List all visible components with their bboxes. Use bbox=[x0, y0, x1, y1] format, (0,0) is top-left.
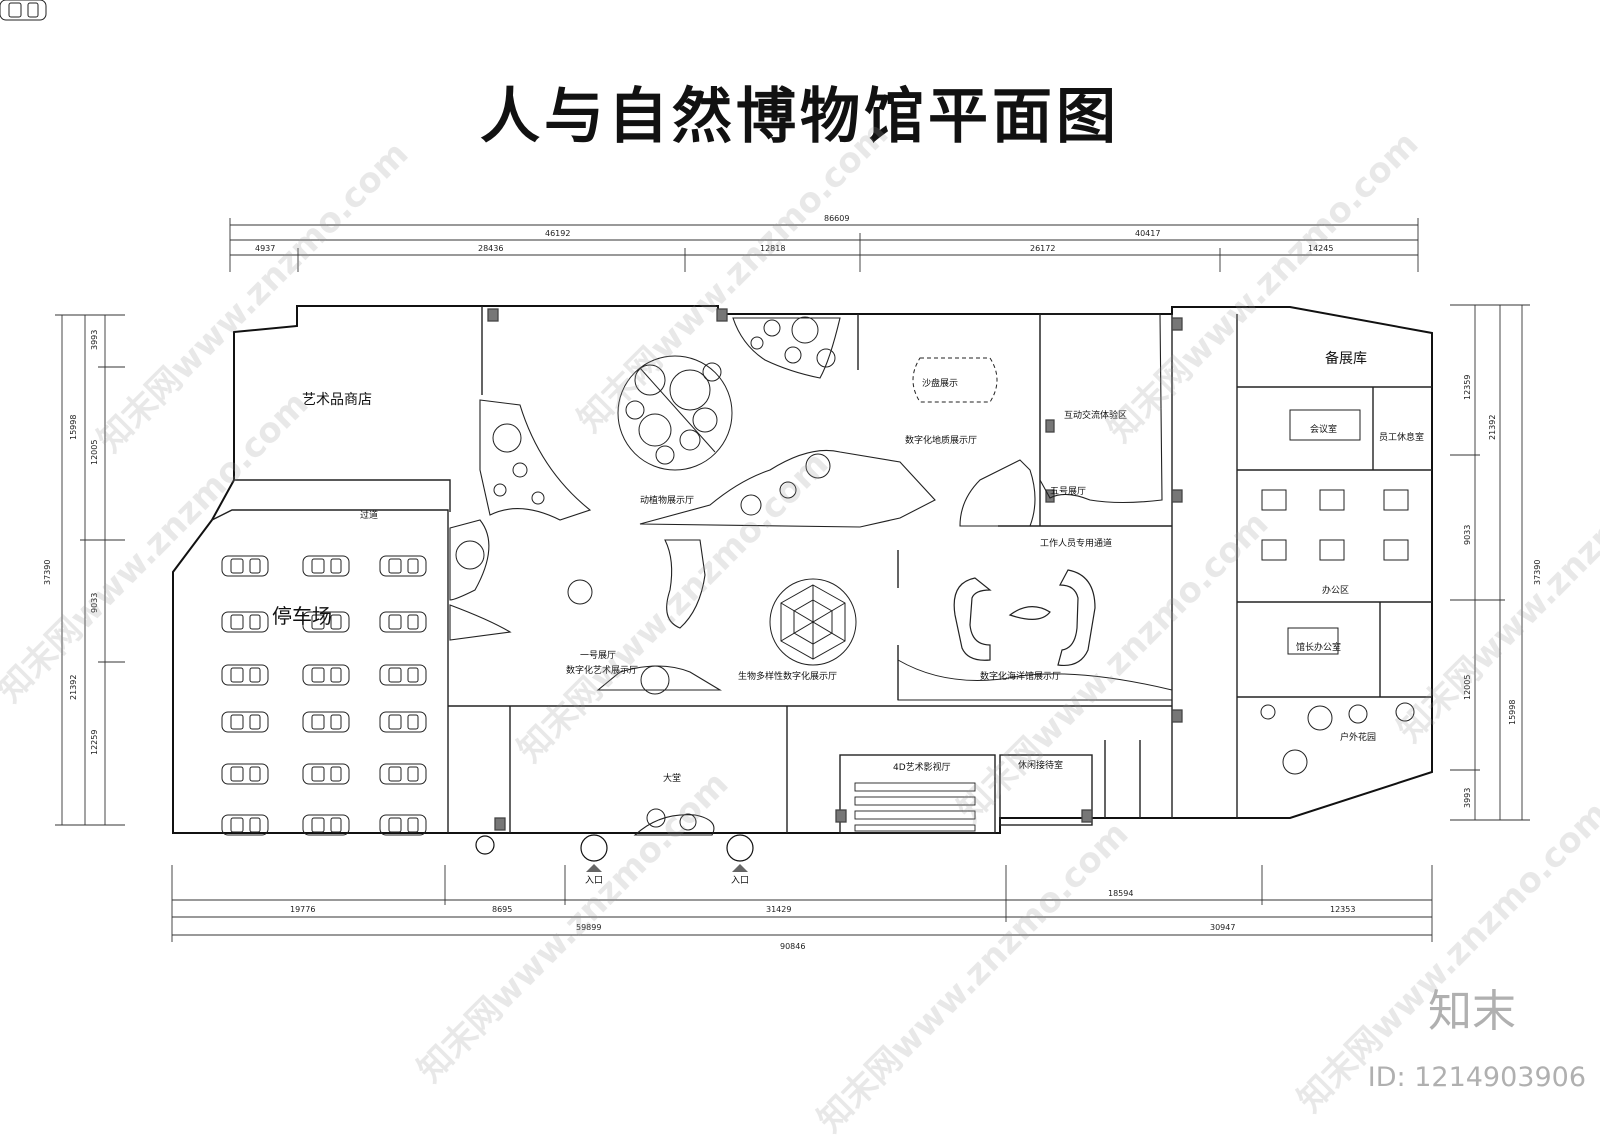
left-dimension-lines bbox=[55, 314, 125, 826]
dim-top-right: 40417 bbox=[1135, 229, 1160, 238]
dim-top-seg: 26172 bbox=[1030, 244, 1055, 253]
dim-top-seg: 4937 bbox=[255, 244, 275, 253]
dim-top-seg: 14245 bbox=[1308, 244, 1333, 253]
room-label-interactive: 互动交流体验区 bbox=[1064, 409, 1127, 421]
entrance-doors bbox=[475, 834, 754, 862]
dim-bottom-total: 90846 bbox=[780, 942, 805, 951]
image-id: ID: 1214903906 bbox=[1367, 1062, 1586, 1093]
corridor-label: 过道 bbox=[360, 509, 378, 521]
dim-top-total: 86609 bbox=[824, 214, 849, 223]
top-dimension-lines bbox=[229, 218, 1419, 272]
room-label-cinema: 4D艺术影视厅 bbox=[893, 761, 951, 773]
room-label-storage: 备展库 bbox=[1325, 350, 1367, 367]
dim-left-mid: 15998 bbox=[69, 415, 78, 440]
room-label-ocean-hall: 数字化海洋馆展示厅 bbox=[980, 670, 1061, 682]
dim-left-seg: 12005 bbox=[90, 440, 99, 465]
dim-left-mid: 21392 bbox=[69, 675, 78, 700]
interior-walls bbox=[211, 306, 1432, 834]
columns bbox=[487, 308, 1183, 831]
page-title: 人与自然博物馆平面图 bbox=[480, 82, 1120, 152]
room-label-lounge: 休闲接待室 bbox=[1018, 759, 1063, 771]
dim-bottom-mid-left: 59899 bbox=[576, 923, 601, 932]
room-label-manager-office: 馆长办公室 bbox=[1296, 641, 1341, 653]
dim-top-left: 46192 bbox=[545, 229, 570, 238]
dim-bottom-seg: 31429 bbox=[766, 905, 791, 914]
dim-right-seg: 12359 bbox=[1463, 375, 1472, 400]
dim-left-seg: 9033 bbox=[90, 593, 99, 613]
dim-top-seg: 28436 bbox=[478, 244, 503, 253]
dim-right-mid: 15998 bbox=[1508, 700, 1517, 725]
dim-right-seg: 9033 bbox=[1463, 525, 1472, 545]
brand-logo: 知末 bbox=[1428, 986, 1516, 1037]
dim-right-seg: 3993 bbox=[1463, 788, 1472, 808]
room-label-sandbox: 沙盘展示 bbox=[922, 377, 958, 389]
cinema-seats bbox=[854, 782, 976, 832]
room-label-staff-corridor: 工作人员专用通道 bbox=[1040, 537, 1112, 549]
biodiversity-exhibit bbox=[769, 578, 857, 666]
dim-bottom-seg: 19776 bbox=[290, 905, 315, 914]
room-label-hall5: 五号展厅 bbox=[1050, 486, 1086, 497]
floor-plan: 86609 46192 40417 4937 28436 12818 26172… bbox=[0, 0, 1542, 951]
room-label-office-area: 办公区 bbox=[1322, 584, 1349, 596]
office-desks bbox=[1261, 409, 1409, 655]
entrance-label: 入口 bbox=[731, 875, 749, 886]
ocean-exhibit bbox=[897, 569, 1173, 701]
room-label-hall1-sub: 数字化艺术展示厅 bbox=[566, 664, 638, 676]
dim-right-total: 37390 bbox=[1533, 560, 1542, 585]
room-label-geo-hall: 数字化地质展示厅 bbox=[905, 434, 977, 446]
parking-cars bbox=[0, 0, 427, 836]
trees bbox=[455, 316, 1415, 831]
room-label-lobby: 大堂 bbox=[663, 772, 681, 784]
room-label-outdoor: 户外花园 bbox=[1340, 731, 1376, 743]
right-dimension-lines bbox=[1450, 304, 1530, 821]
dim-right-seg: 12005 bbox=[1463, 675, 1472, 700]
room-label-animal-plant-hall: 动植物展示厅 bbox=[640, 494, 694, 506]
dim-bottom-seg: 18594 bbox=[1108, 889, 1133, 898]
sandbox-exhibit bbox=[912, 357, 998, 403]
room-label-parking: 停车场 bbox=[272, 604, 332, 628]
dim-left-seg: 12259 bbox=[90, 730, 99, 755]
dim-bottom-seg: 8695 bbox=[492, 905, 512, 914]
entrance-label: 入口 bbox=[585, 875, 603, 886]
dim-left-total: 37390 bbox=[43, 560, 52, 585]
bottom-dimension-lines bbox=[171, 865, 1433, 942]
room-label-bio-hall: 生物多样性数字化展示厅 bbox=[738, 670, 837, 682]
landscape-shapes bbox=[449, 313, 1163, 836]
room-label-meeting: 会议室 bbox=[1310, 423, 1337, 435]
dim-top-seg: 12818 bbox=[760, 244, 785, 253]
entrance-markers bbox=[586, 864, 748, 872]
room-label-hall1: 一号展厅 bbox=[580, 650, 616, 661]
dim-bottom-mid-right: 30947 bbox=[1210, 923, 1235, 932]
dim-left-seg: 3993 bbox=[90, 330, 99, 350]
room-label-staff-lounge: 员工休息室 bbox=[1379, 431, 1424, 443]
animal-plant-circle bbox=[617, 355, 733, 471]
dim-bottom-seg: 12353 bbox=[1330, 905, 1355, 914]
dim-right-mid: 21392 bbox=[1488, 415, 1497, 440]
room-label-art-shop: 艺术品商店 bbox=[302, 392, 372, 408]
outer-walls bbox=[172, 305, 1433, 834]
